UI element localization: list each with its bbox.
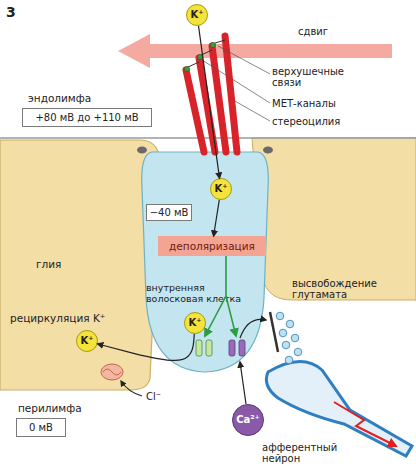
action-potential-arrow — [334, 402, 396, 446]
ion-label: K⁺ — [186, 4, 208, 26]
met-channels — [184, 42, 215, 71]
panel-number: 3 — [6, 4, 26, 20]
channel-subunit — [239, 340, 245, 356]
met-channel — [210, 42, 215, 47]
potential-value: −40 мВ — [146, 204, 192, 221]
channel-subunit — [206, 340, 212, 356]
tip-links — [186, 40, 225, 68]
potential-value: 0 мВ — [16, 418, 66, 437]
process-box: деполяризация — [158, 236, 266, 256]
glia-cell-shape — [0, 140, 160, 390]
vesicle — [282, 341, 290, 349]
ca-action-arrow — [240, 319, 266, 338]
supporting-cell — [252, 138, 416, 300]
motion-label: сдвиг — [298, 26, 358, 37]
ion-circle: K⁺ — [210, 178, 232, 200]
potential-box: −40 мВ — [146, 204, 192, 221]
flow-arrow — [199, 26, 220, 178]
part-label: МЕТ-каналы — [272, 98, 362, 109]
ion-label: K⁺ — [210, 178, 232, 200]
ion-circle: K⁺ — [186, 4, 208, 26]
hair-cell-shape — [142, 152, 269, 372]
cell-label: внутренняя волосковая клетка — [146, 282, 250, 306]
leader-line — [218, 46, 270, 74]
ion-label: K⁺ — [184, 312, 206, 334]
ion-circle: Ca²⁺ — [232, 404, 264, 436]
region-label: перилимфа — [18, 402, 102, 415]
stereocilium — [225, 36, 237, 152]
leader-line — [233, 100, 270, 121]
ion-label: Cl⁻ — [146, 391, 170, 402]
flow-arrow — [98, 334, 195, 361]
signal-arrow — [205, 256, 226, 336]
hair-cell-outline — [138, 148, 272, 376]
signal-arrow — [226, 296, 236, 336]
cell-label: глия — [36, 258, 76, 271]
process-label: рециркуляция K⁺ — [10, 312, 130, 325]
part-label: верхушечные связи — [272, 66, 356, 88]
ion-label: Ca²⁺ — [232, 404, 264, 436]
cotransporter-body — [101, 364, 123, 380]
part-label: афферентный нейрон — [262, 442, 348, 464]
channel-subunit — [229, 340, 235, 356]
vesicle — [285, 356, 293, 364]
k-channel — [196, 340, 212, 356]
vesicle — [276, 312, 284, 320]
vesicles — [276, 312, 302, 364]
ca-influx-arrow — [240, 362, 246, 404]
met-channel — [197, 54, 202, 59]
cl-arrow — [121, 381, 142, 396]
channel-subunit — [196, 340, 202, 356]
met-channel — [184, 66, 189, 71]
cotransporter-fold — [103, 369, 121, 375]
vesicle — [291, 334, 299, 342]
membrane-line — [0, 137, 416, 139]
flow-arrow — [214, 200, 220, 236]
ca-channel — [229, 340, 245, 356]
ion-circle: K⁺ — [76, 330, 98, 352]
ion-label: K⁺ — [76, 330, 98, 352]
ion-circle: K⁺ — [184, 312, 206, 334]
potential-box: перилимфа 0 мВ — [12, 402, 104, 442]
tight-junction — [137, 147, 147, 154]
tight-junction — [263, 147, 273, 154]
cotransporter — [101, 364, 123, 380]
process-label: деполяризация — [158, 236, 266, 256]
region-label: эндолимфа — [28, 92, 148, 105]
stereocilia-bundle — [186, 36, 237, 152]
vesicle — [279, 329, 287, 337]
shear-arrow — [118, 34, 392, 68]
vesicle — [294, 348, 302, 356]
potential-box: эндолимфа +80 мВ до +110 мВ — [18, 92, 158, 130]
part-label: стереоцилия — [272, 116, 362, 127]
process-label: высвобождение глутамата — [292, 278, 412, 300]
hair-cell: внутренняя волосковая клеткаK⁺−40 мВдепо… — [138, 148, 272, 376]
leader-line — [202, 60, 270, 103]
vesicle — [286, 320, 294, 328]
potential-value: +80 мВ до +110 мВ — [22, 108, 152, 127]
leader-lines — [202, 46, 270, 121]
afferent-neuron — [266, 361, 412, 456]
